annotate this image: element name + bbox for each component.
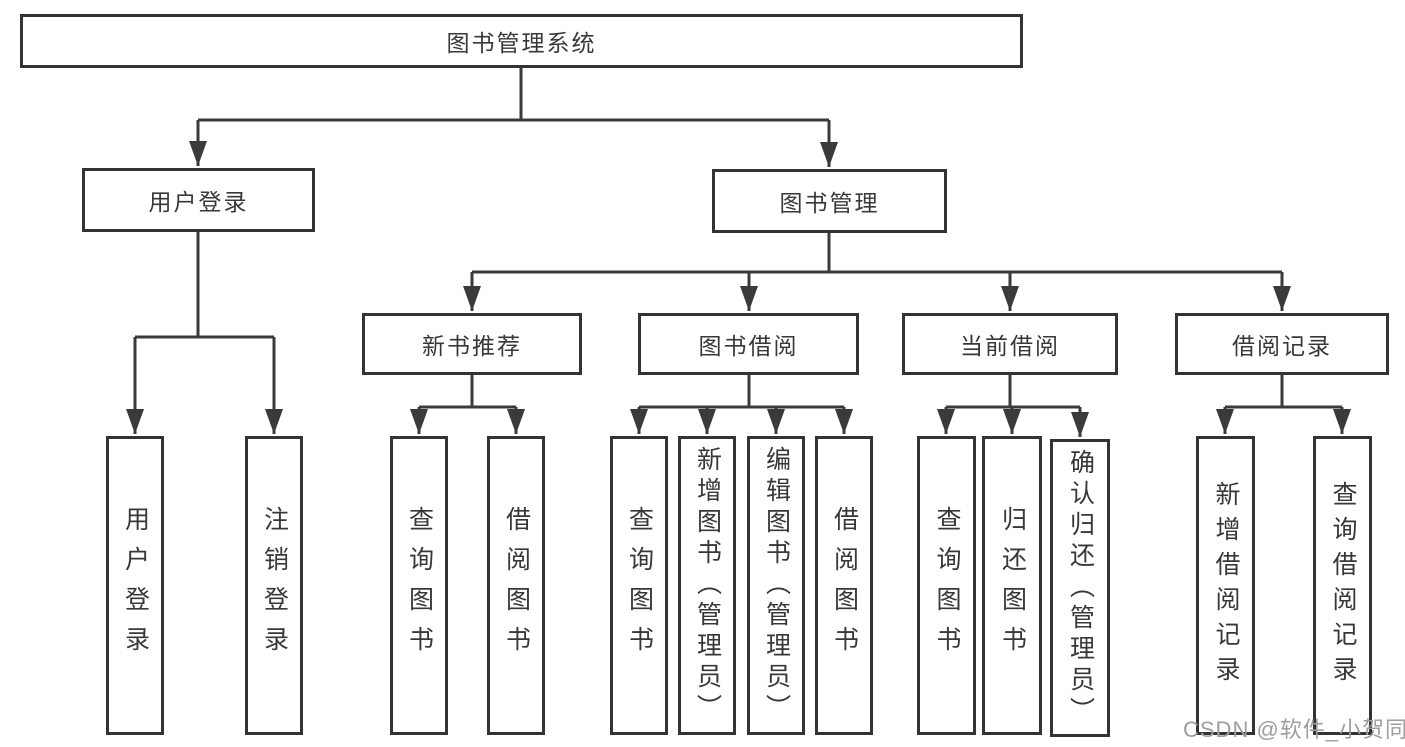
node-leaf-query-books-recommend: 查询图书 bbox=[390, 436, 448, 735]
node-new-book-recommend: 新书推荐 bbox=[362, 313, 582, 375]
node-leaf-query-books-borrowing: 查询图书 bbox=[610, 436, 668, 735]
node-leaf-borrow-books-borrowing: 借阅图书 bbox=[815, 436, 873, 735]
node-leaf-edit-books-admin: 编辑图书（管理员） bbox=[747, 436, 805, 735]
connector-book-borrowing-group bbox=[630, 375, 853, 434]
node-current-borrowing: 当前借阅 bbox=[902, 313, 1118, 375]
node-borrowing-records: 借阅记录 bbox=[1175, 313, 1389, 375]
node-leaf-confirm-return-admin: 确认归还（管理员） bbox=[1050, 439, 1110, 737]
node-book-management-system: 图书管理系统 bbox=[20, 14, 1023, 68]
node-leaf-return-books: 归还图书 bbox=[982, 436, 1042, 735]
connector-current-borrowing-group bbox=[937, 375, 1089, 437]
node-leaf-add-books-admin: 新增图书（管理员） bbox=[678, 436, 736, 735]
connector-user-login-group bbox=[126, 232, 283, 434]
connector-borrowing-records-group bbox=[1216, 375, 1351, 434]
node-leaf-user-login: 用户登录 bbox=[106, 436, 164, 735]
csdn-watermark: CSDN @软件_小贺同学 bbox=[1183, 717, 1405, 742]
node-leaf-query-books-current: 查询图书 bbox=[917, 436, 976, 735]
node-user-login: 用户登录 bbox=[82, 168, 315, 232]
node-book-borrowing: 图书借阅 bbox=[638, 313, 859, 375]
node-leaf-borrow-books-recommend: 借阅图书 bbox=[487, 436, 545, 735]
connector-new-book-recommend-group bbox=[410, 375, 525, 434]
node-book-management: 图书管理 bbox=[712, 169, 947, 233]
connector-root-to-level2 bbox=[189, 68, 838, 167]
connector-book-mgmt-to-level3 bbox=[463, 233, 1291, 311]
node-leaf-logout: 注销登录 bbox=[245, 436, 303, 735]
node-leaf-add-borrow-record: 新增借阅记录 bbox=[1196, 436, 1255, 735]
node-leaf-query-borrow-record: 查询借阅记录 bbox=[1313, 436, 1372, 735]
